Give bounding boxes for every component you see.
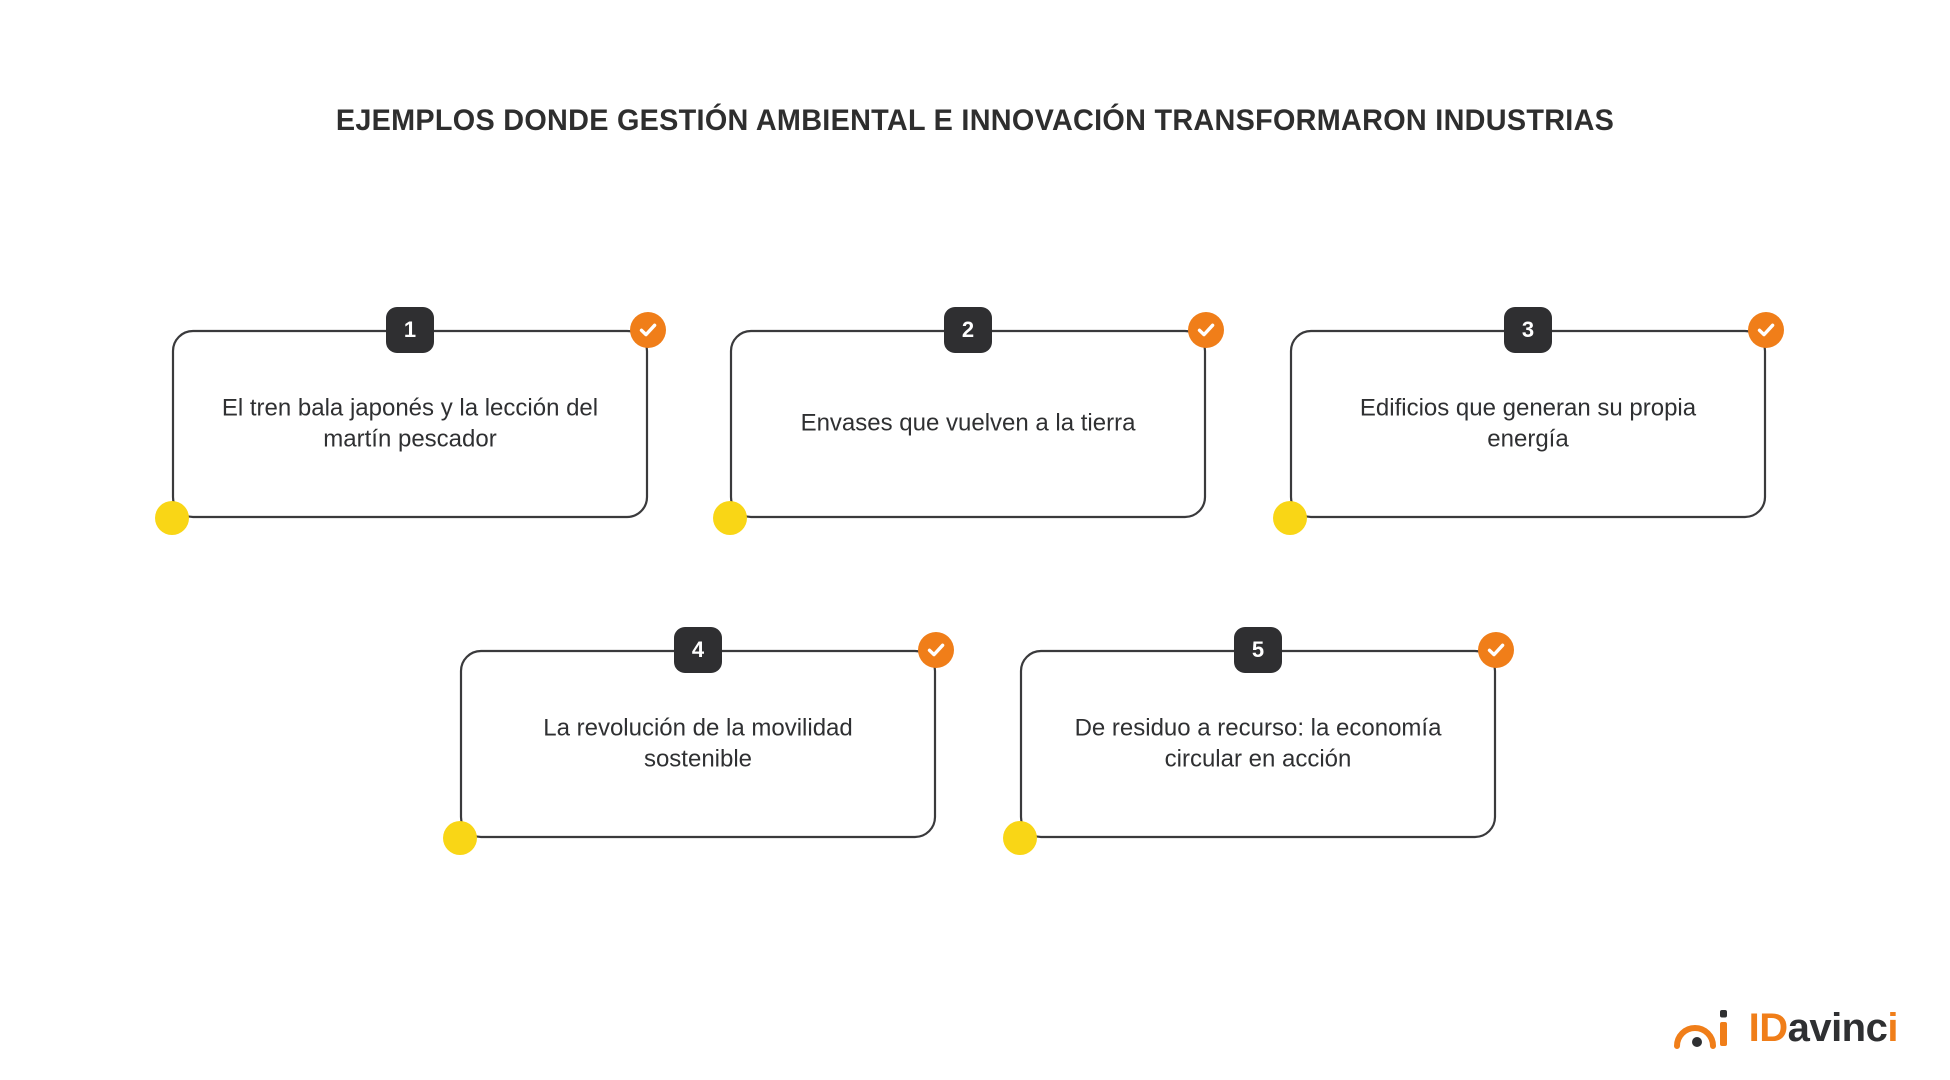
yellow-dot-icon: [1273, 501, 1307, 535]
yellow-dot-icon: [1003, 821, 1037, 855]
card-number-badge: 4: [674, 627, 722, 673]
card-5[interactable]: 5 De residuo a recurso: la economía circ…: [1003, 627, 1514, 855]
check-circle-icon: [1188, 312, 1224, 348]
yellow-dot-icon: [443, 821, 477, 855]
yellow-dot-icon: [713, 501, 747, 535]
ai-swoosh-icon: [1673, 1010, 1727, 1049]
card-title: De residuo a recurso: la economía circul…: [1074, 714, 1442, 772]
check-circle-icon: [918, 632, 954, 668]
card-number-badge: 5: [1234, 627, 1282, 673]
check-circle-icon: [630, 312, 666, 348]
card-title: Envases que vuelven a la tierra: [800, 409, 1136, 437]
card-title: Edificios que generan su propia energía: [1359, 394, 1697, 452]
brand-word-avinc: avinc: [1787, 1006, 1888, 1050]
card-2[interactable]: 2 Envases que vuelven a la tierra: [713, 307, 1224, 535]
brand-word-id: ID: [1748, 1006, 1789, 1050]
yellow-dot-icon: [155, 501, 189, 535]
brand-word-i: i: [1887, 1006, 1898, 1050]
card-number-badge: 3: [1504, 307, 1552, 353]
card-number-badge: 2: [944, 307, 992, 353]
card-4[interactable]: 4 La revolución de la movilidad sostenib…: [443, 627, 954, 855]
page-title: EJEMPLOS DONDE GESTIÓN AMBIENTAL E INNOV…: [335, 104, 1615, 137]
card-1[interactable]: 1 El tren bala japonés y la lección del …: [155, 307, 666, 535]
card-number-badge: 1: [386, 307, 434, 353]
check-circle-icon: [1478, 632, 1514, 668]
card-3[interactable]: 3 Edificios que generan su propia energí…: [1273, 307, 1784, 535]
check-circle-icon: [1748, 312, 1784, 348]
card-title: La revolución de la movilidad sostenible: [543, 714, 853, 772]
card-title: El tren bala japonés y la lección del ma…: [221, 394, 599, 452]
